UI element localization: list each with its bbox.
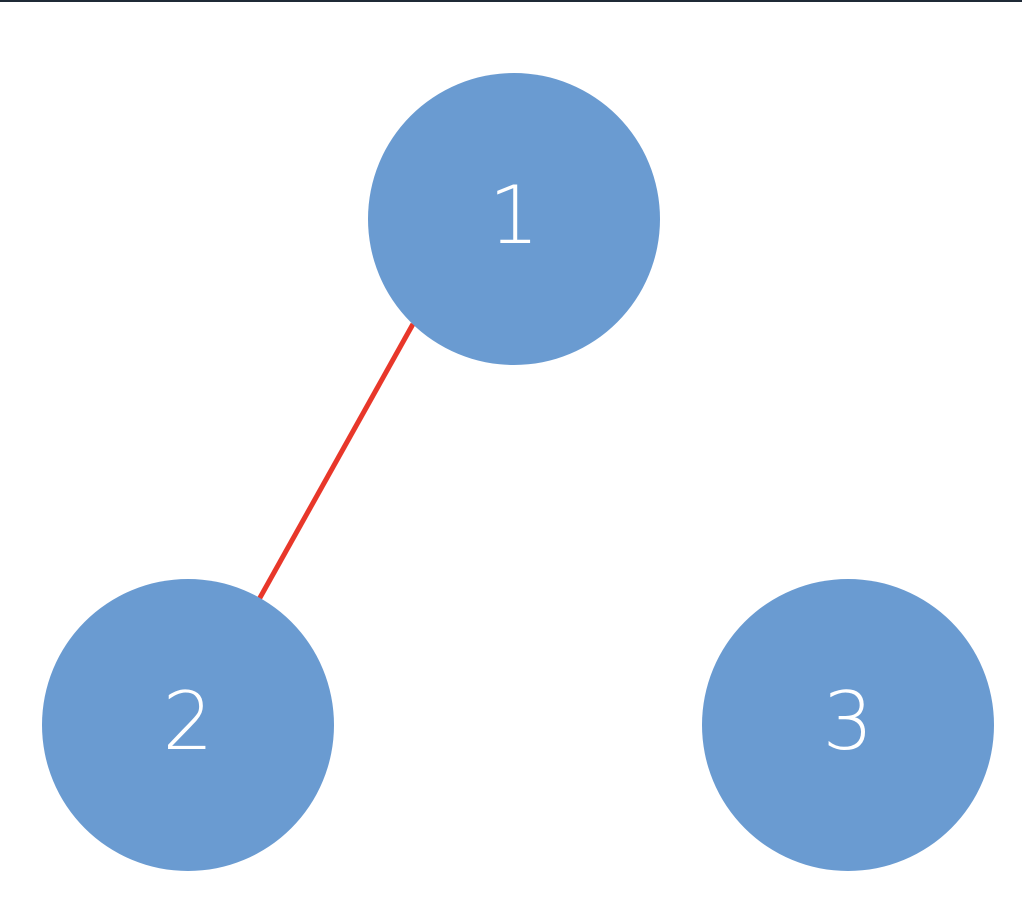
- node-1-label: 1: [489, 169, 540, 262]
- node-2-label: 2: [163, 675, 214, 768]
- node-1-circle: [368, 73, 660, 365]
- node-2-circle: [42, 579, 334, 871]
- node-2[interactable]: 2: [42, 579, 334, 871]
- node-1[interactable]: 1: [368, 73, 660, 365]
- node-3-circle: [702, 579, 994, 871]
- edge-1-2: [254, 322, 416, 605]
- node-3-label: 3: [823, 675, 874, 768]
- node-3[interactable]: 3: [702, 579, 994, 871]
